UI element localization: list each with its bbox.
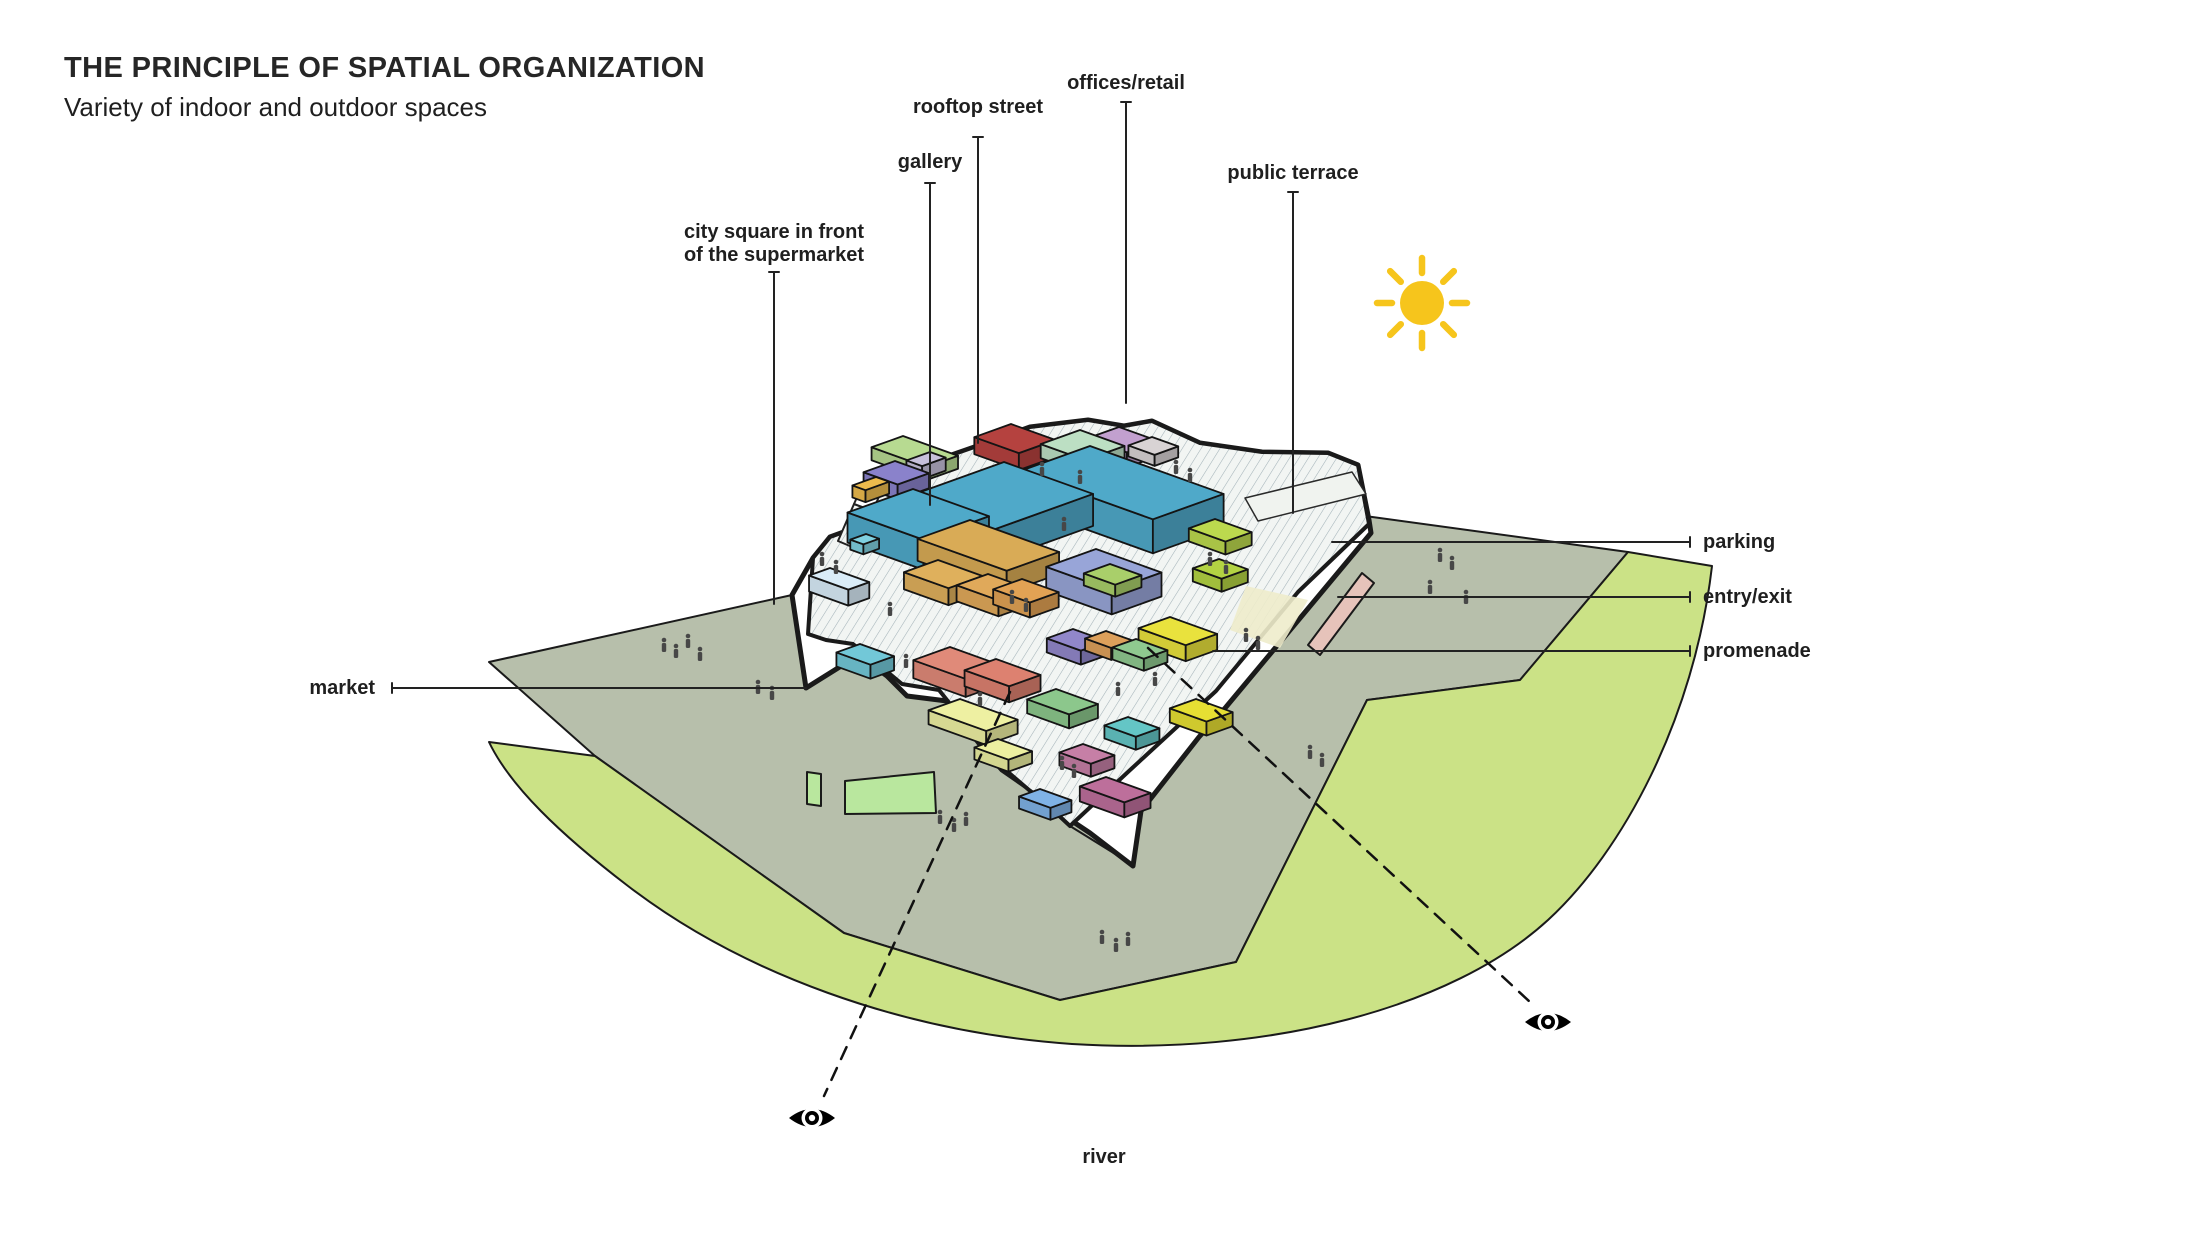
person-figure xyxy=(1223,559,1229,574)
page-title: THE PRINCIPLE OF SPATIAL ORGANIZATION xyxy=(64,52,705,84)
sight-lines xyxy=(822,646,1532,1098)
person-figure xyxy=(1255,635,1261,650)
person-figure xyxy=(1437,547,1443,562)
building-block xyxy=(808,567,871,607)
label-public-terrace: public terrace xyxy=(1227,162,1359,184)
person-figure xyxy=(903,653,909,668)
building-block xyxy=(1082,563,1143,598)
label-entry-exit: entry/exit xyxy=(1703,586,1792,608)
label-market: market xyxy=(309,677,375,699)
person-figure xyxy=(1039,461,1045,476)
building-block xyxy=(849,533,880,556)
building-block xyxy=(1187,518,1253,556)
lawn-ground xyxy=(488,551,1713,1047)
building-block xyxy=(1078,776,1152,819)
person-figure xyxy=(1113,937,1119,952)
building-block xyxy=(1137,616,1219,663)
roof-ramp-strip xyxy=(1244,471,1367,522)
page-subtitle: Variety of indoor and outdoor spaces xyxy=(64,92,488,123)
label-promenade: promenade xyxy=(1703,640,1811,662)
people xyxy=(661,459,1469,952)
label-rooftop-street: rooftop street xyxy=(913,96,1043,118)
person-figure xyxy=(673,643,679,658)
person-figure xyxy=(1009,589,1015,604)
label-parking: parking xyxy=(1703,531,1776,553)
person-figure xyxy=(1152,671,1158,686)
building-block xyxy=(973,738,1033,773)
person-figure xyxy=(661,637,667,652)
sun-icon xyxy=(1373,254,1471,352)
person-figure xyxy=(1077,469,1083,484)
label-city-square-line1: city square in front xyxy=(683,221,865,243)
building-block xyxy=(1103,716,1161,751)
person-figure xyxy=(1427,579,1433,594)
entry-ramp-wall xyxy=(1307,572,1375,656)
building-block xyxy=(1018,788,1073,821)
market-wall xyxy=(844,771,937,815)
person-figure xyxy=(1125,931,1131,946)
person-figure xyxy=(1115,681,1121,696)
building-block xyxy=(1168,698,1234,737)
person-figure xyxy=(1071,763,1077,778)
building-block xyxy=(1191,558,1249,593)
leader-lines xyxy=(391,101,1691,694)
person-figure xyxy=(1207,551,1213,566)
building-block xyxy=(835,643,895,680)
person-figure xyxy=(1059,755,1065,770)
person-figure xyxy=(685,633,691,648)
building-block xyxy=(963,658,1042,704)
label-offices-retail: offices/retail xyxy=(1067,72,1185,94)
eye-icon xyxy=(1525,1011,1571,1033)
person-figure xyxy=(1173,459,1179,474)
person-figure xyxy=(977,691,983,706)
person-figure xyxy=(755,679,761,694)
person-figure xyxy=(1187,467,1193,482)
person-figure xyxy=(1243,627,1249,642)
person-figure xyxy=(833,559,839,574)
person-figure xyxy=(937,809,943,824)
building xyxy=(789,417,1374,869)
person-figure xyxy=(819,551,825,566)
person-figure xyxy=(1061,516,1067,531)
building-block xyxy=(1127,436,1180,467)
building-block xyxy=(1026,688,1099,730)
person-figure xyxy=(887,601,893,616)
label-river: river xyxy=(1082,1146,1126,1168)
label-city-square: city square in front of the supermarket xyxy=(684,221,864,267)
title-block: THE PRINCIPLE OF SPATIAL ORGANIZATION Va… xyxy=(64,52,705,123)
building-block xyxy=(851,476,890,504)
person-figure xyxy=(1319,752,1325,767)
person-figure xyxy=(963,811,969,826)
person-figure xyxy=(1449,555,1455,570)
person-figure xyxy=(697,646,703,661)
eye-icon xyxy=(789,1107,835,1129)
label-gallery: gallery xyxy=(897,151,963,173)
person-figure xyxy=(1023,597,1029,612)
person-figure xyxy=(1099,929,1105,944)
person-figure xyxy=(1307,744,1313,759)
label-city-square-line2: of the supermarket xyxy=(683,244,865,266)
